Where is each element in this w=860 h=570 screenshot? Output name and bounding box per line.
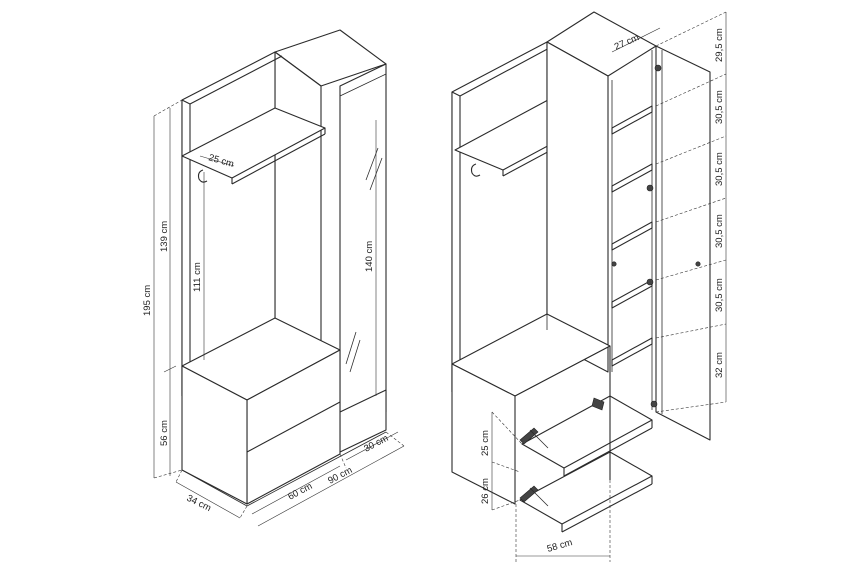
drawer-hardware: [519, 397, 605, 507]
dim-total-height-label: 195 cm: [142, 285, 153, 316]
dim-compartment-5-label: 30,5 cm: [714, 278, 725, 312]
dim-total-width-label: 90 cm: [326, 465, 354, 487]
dim-upper-height-label: 139 cm: [159, 221, 170, 252]
dim-bench-width-label: 60 cm: [286, 481, 314, 503]
dim-drawer-upper-label: 25 cm: [480, 430, 491, 456]
dim-hanging-height-label: 111 cm: [192, 262, 203, 292]
right-wardrobe-drawing: [451, 11, 711, 533]
cabinet-shelves: [611, 105, 653, 367]
dim-depth-label: 34 cm: [185, 493, 213, 514]
dim-compartment-4-label: 30,5 cm: [714, 214, 725, 248]
door-hinges: [611, 64, 701, 408]
left-dimension-lines: [153, 99, 405, 527]
dim-drawer-lower-label: 26 cm: [480, 478, 491, 504]
dim-compartment-3-label: 30,5 cm: [714, 152, 725, 186]
dim-mirror-height-label: 140 cm: [364, 241, 375, 272]
dim-compartment-1-label: 29,5 cm: [714, 28, 725, 62]
dim-drawer-width-label: 58 cm: [546, 537, 574, 555]
right-dimension-lines: [491, 11, 727, 562]
left-wardrobe-drawing: [181, 29, 387, 507]
dim-compartment-2-label: 30,5 cm: [714, 90, 725, 124]
dim-compartment-6-label: 32 cm: [714, 352, 725, 378]
dim-base-height-label: 56 cm: [159, 420, 170, 446]
